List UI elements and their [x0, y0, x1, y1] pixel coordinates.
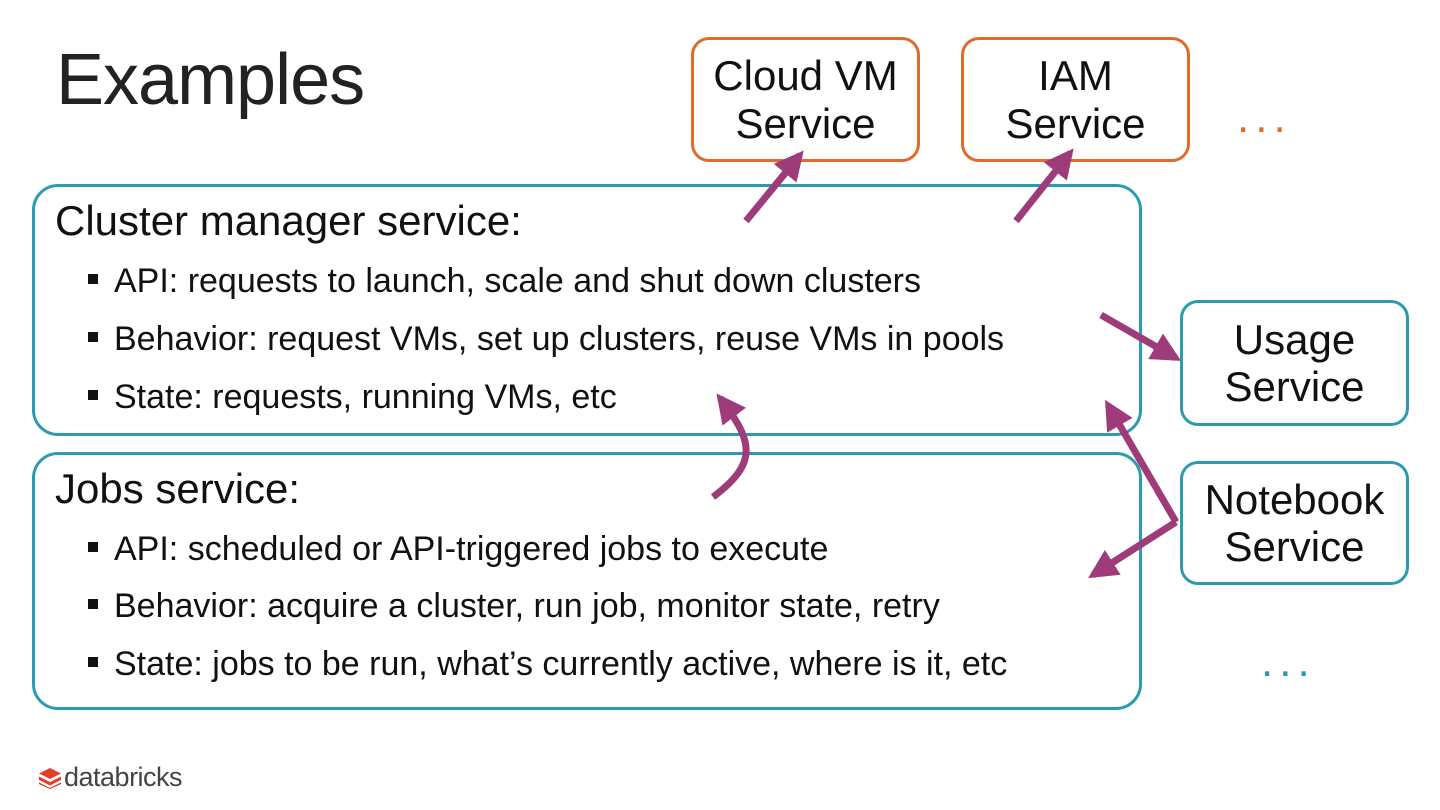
bullet-marker — [88, 542, 98, 553]
notebook-service-line1: Notebook — [1204, 475, 1385, 523]
cluster-bullet-behavior-text: Behavior: request VMs, set up clusters, … — [114, 320, 1005, 358]
jobs-service-box — [32, 452, 1142, 710]
cluster-bullet-api-text: API: requests to launch, scale and shut … — [114, 262, 922, 300]
jobs-bullet-api: API: scheduled or API-triggered jobs to … — [88, 532, 828, 566]
jobs-bullet-behavior-text: Behavior: acquire a cluster, run job, mo… — [114, 587, 940, 625]
cluster-bullet-state-text: State: requests, running VMs, etc — [114, 378, 617, 416]
bottom-ellipsis: ... — [1261, 637, 1316, 686]
cluster-manager-box — [32, 184, 1142, 436]
notebook-service-line2: Service — [1224, 523, 1365, 570]
cloud-vm-service-box: Cloud VM Service — [691, 37, 920, 162]
usage-service-line1: Usage — [1233, 315, 1356, 363]
arrow-cluster-to-usage — [1099, 311, 1182, 362]
iam-service-line1: IAM — [1038, 52, 1113, 100]
jobs-bullet-behavior: Behavior: acquire a cluster, run job, mo… — [88, 589, 940, 623]
iam-service-box: IAM Service — [961, 37, 1190, 162]
jobs-bullet-api-text: API: scheduled or API-triggered jobs to … — [114, 530, 829, 568]
databricks-logo-icon — [39, 767, 61, 789]
page-title: Examples — [56, 40, 365, 120]
usage-service-line2: Service — [1224, 363, 1365, 410]
top-ellipsis: ... — [1237, 93, 1292, 142]
iam-service-line2: Service — [1005, 99, 1146, 147]
databricks-logo-text: databricks — [64, 762, 183, 792]
databricks-logo: databricks — [38, 762, 183, 793]
cloud-vm-service-line2: Service — [735, 99, 876, 147]
jobs-bullet-state: State: jobs to be run, what’s currently … — [88, 647, 1007, 681]
cluster-bullet-api: API: requests to launch, scale and shut … — [88, 264, 921, 298]
bullet-marker — [88, 599, 98, 610]
arrow-jobs-to-cluster — [710, 393, 750, 500]
bullet-marker — [88, 657, 98, 668]
arrow-notebook-to-jobs — [1088, 519, 1178, 579]
notebook-service-box: Notebook Service — [1180, 461, 1409, 585]
bullet-marker — [88, 390, 98, 401]
cluster-manager-heading: Cluster manager service: — [55, 197, 522, 244]
arrow-cluster-to-cloudvm — [743, 150, 804, 224]
cluster-bullet-behavior: Behavior: request VMs, set up clusters, … — [88, 322, 1004, 356]
jobs-bullet-state-text: State: jobs to be run, what’s currently … — [114, 645, 1008, 683]
arrow-notebook-to-cluster — [1104, 399, 1180, 524]
cluster-bullet-state: State: requests, running VMs, etc — [88, 380, 617, 414]
usage-service-box: Usage Service — [1180, 300, 1409, 426]
jobs-service-heading: Jobs service: — [55, 465, 301, 512]
arrow-cluster-to-iam — [1013, 148, 1074, 224]
cloud-vm-service-line1: Cloud VM — [713, 52, 898, 100]
bullet-marker — [88, 274, 98, 285]
bullet-marker — [88, 332, 98, 343]
